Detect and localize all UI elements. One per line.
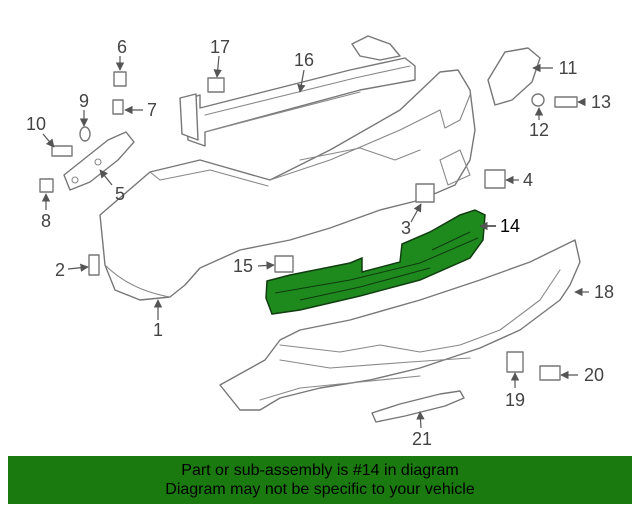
clip-part-15[interactable] (274, 255, 294, 273)
callout-19: 19 (505, 390, 525, 410)
bracket-part-11[interactable] (487, 47, 541, 106)
clip-part-19[interactable] (506, 351, 524, 373)
washer-part-9[interactable] (79, 126, 91, 142)
callout-1: 1 (153, 320, 163, 340)
notice-banner: Part or sub-assembly is #14 in diagram D… (8, 456, 632, 504)
washer-part-12[interactable] (531, 93, 545, 107)
bolt-part-10[interactable] (51, 145, 73, 157)
clip-part-8[interactable] (39, 178, 54, 193)
nut-part-17[interactable] (207, 77, 225, 93)
callout-7: 7 (147, 100, 157, 120)
callout-4: 4 (523, 170, 533, 190)
callout-13: 13 (591, 92, 611, 112)
callout-17: 17 (210, 37, 230, 57)
callout-2: 2 (55, 260, 65, 280)
trim-strip-part[interactable] (371, 390, 465, 423)
screw-part-7[interactable] (112, 99, 124, 115)
bumper-cover-part[interactable] (99, 69, 476, 301)
callout-16: 16 (294, 50, 314, 70)
screw-part-2[interactable] (88, 254, 100, 276)
callout-9: 9 (79, 91, 89, 111)
callout-20: 20 (584, 365, 604, 385)
callout-12: 12 (529, 120, 549, 140)
callout-11: 11 (559, 58, 578, 78)
banner-line-1: Part or sub-assembly is #14 in diagram (181, 462, 459, 479)
lower-valance-part[interactable] (219, 239, 581, 411)
nut-part-6[interactable] (113, 71, 127, 87)
bracket-part-5[interactable] (63, 131, 135, 191)
upper-reinforcement-part[interactable] (179, 35, 416, 147)
callout-21: 21 (412, 429, 432, 449)
banner-line-2: Diagram may not be specific to your vehi… (165, 481, 475, 498)
clip-part-3[interactable] (415, 183, 435, 203)
energy-absorber-part-14[interactable] (265, 209, 486, 315)
callout-5: 5 (115, 184, 125, 204)
callout-10: 10 (26, 114, 46, 134)
callout-6: 6 (117, 37, 127, 57)
callout-15: 15 (233, 256, 253, 276)
bolt-part-13[interactable] (554, 96, 578, 108)
clip-part-4[interactable] (484, 169, 506, 189)
callout-18: 18 (594, 282, 614, 302)
callout-3: 3 (401, 218, 411, 238)
bolt-part-20[interactable] (539, 365, 561, 381)
callout-14: 14 (500, 216, 520, 236)
parts-diagram: 1 2 3 4 5 6 7 8 9 10 11 12 13 14 15 16 1… (26, 35, 614, 449)
callout-8: 8 (41, 211, 51, 231)
